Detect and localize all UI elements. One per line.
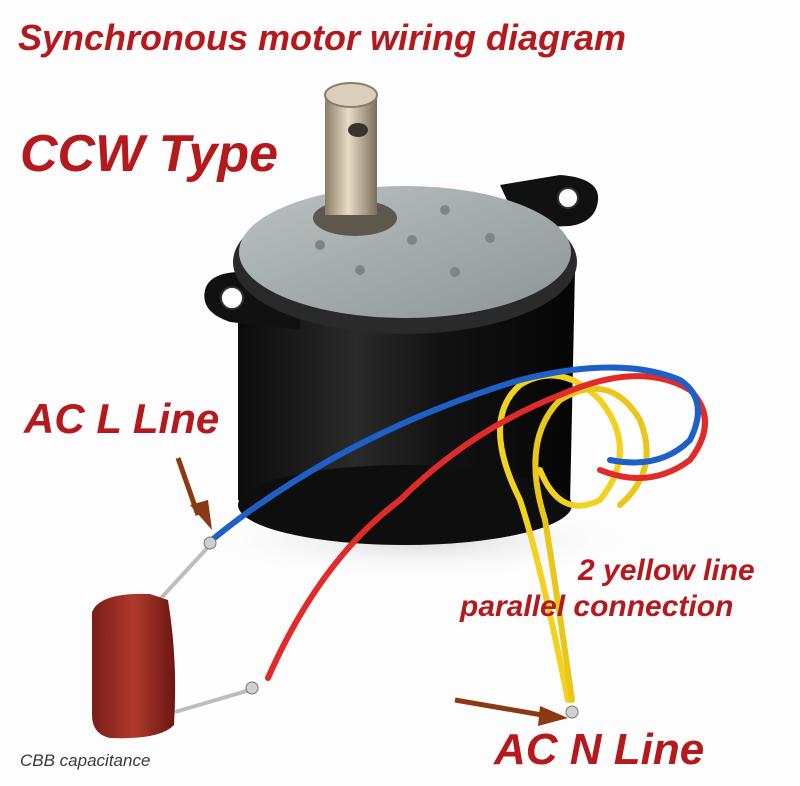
wire-bundle xyxy=(209,364,708,703)
output-shaft xyxy=(313,82,397,236)
arrow-to-ac-n xyxy=(454,697,568,726)
motor-body xyxy=(238,270,575,545)
arrow-to-ac-l xyxy=(175,457,212,530)
ac-n-line-label: AC N Line xyxy=(494,725,705,774)
capacitor-label: CBB capacitance xyxy=(20,751,151,770)
gearbox-plate xyxy=(233,186,577,334)
yellow-line-label: 2 yellow line xyxy=(578,554,755,587)
type-label: CCW Type xyxy=(20,125,279,183)
ac-n-terminal xyxy=(565,705,579,719)
ac-l-line-label: AC L Line xyxy=(24,395,220,442)
cbb-capacitor xyxy=(92,536,259,739)
parallel-connection-label: parallel connection xyxy=(460,590,734,623)
diagram-title: Synchronous motor wiring diagram xyxy=(18,17,627,58)
